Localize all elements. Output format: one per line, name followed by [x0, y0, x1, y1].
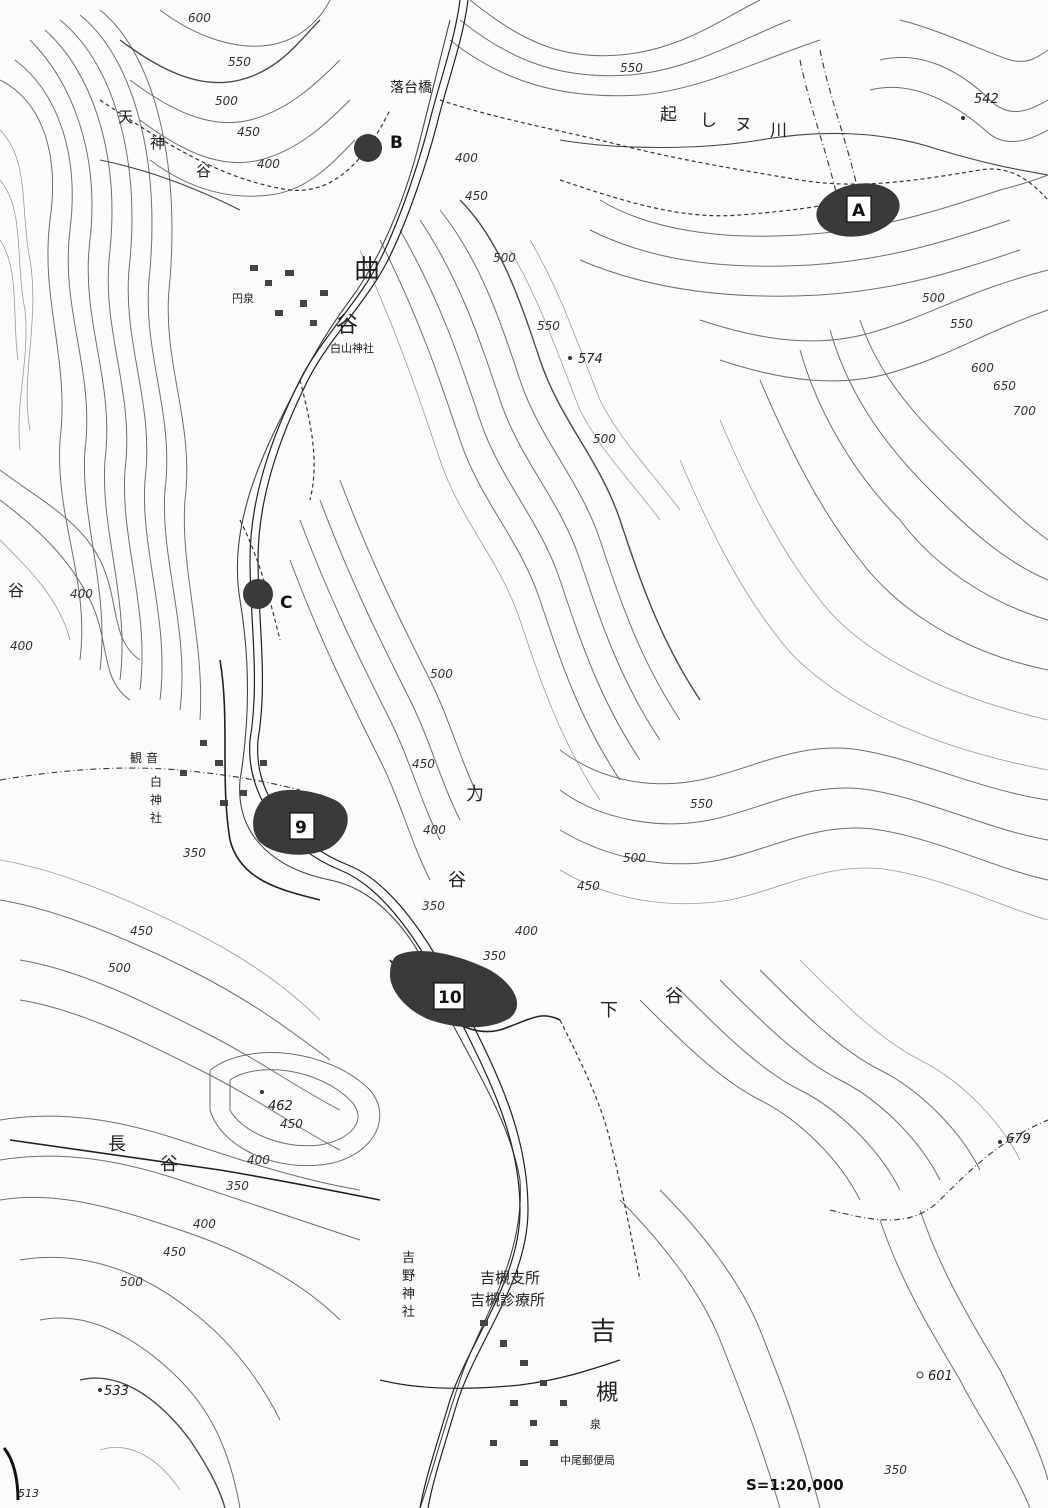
- place-naga-1: 長: [108, 1134, 126, 1155]
- spot-height-533: 533: [104, 1384, 129, 1399]
- place-shira-3: 社: [150, 810, 162, 825]
- place-post-office: 中尾郵便局: [560, 1454, 615, 1467]
- contour-labels: 600 550 500 450 400 550 450 400 500 550 …: [10, 11, 1036, 1477]
- site-c-label: C: [280, 593, 292, 613]
- site-9-label-box: [289, 812, 315, 840]
- svg-text:350: 350: [884, 1463, 907, 1477]
- svg-text:500: 500: [493, 251, 516, 265]
- place-yoshitsuki-1: 吉: [590, 1317, 616, 1347]
- place-names: 天 神 谷 落台橋 起 し ヌ 川 曲 谷 白山神社 円泉 谷 力 谷 下 谷 …: [8, 80, 787, 1467]
- svg-text:400: 400: [70, 587, 93, 601]
- place-shira-1: 白: [150, 774, 162, 789]
- place-tani-west: 谷: [8, 581, 24, 600]
- svg-text:400: 400: [247, 1153, 270, 1167]
- place-kan-2: 音: [146, 750, 158, 765]
- place-yoshino-shrine-4: 社: [402, 1304, 415, 1320]
- place-clinic: 吉槻診療所: [470, 1291, 545, 1309]
- svg-text:400: 400: [257, 157, 280, 171]
- svg-text:550: 550: [950, 317, 973, 331]
- svg-text:650: 650: [993, 379, 1016, 393]
- svg-text:450: 450: [412, 757, 435, 771]
- spot-height-462: 462: [268, 1099, 293, 1114]
- site-c-area: [243, 579, 273, 609]
- svg-text:350: 350: [183, 846, 206, 860]
- svg-text:400: 400: [193, 1217, 216, 1231]
- spot-heights: 542 574 462 533 679 601 513: [18, 92, 1031, 1500]
- spot-height-601: 601: [928, 1369, 953, 1384]
- place-tenjin-2: 神: [150, 134, 165, 152]
- site-b-area: [354, 134, 382, 162]
- svg-text:600: 600: [188, 11, 211, 25]
- place-shimo-1: 下: [600, 1000, 618, 1021]
- svg-text:500: 500: [108, 961, 131, 975]
- place-kan-1: 観: [130, 751, 142, 765]
- site-a-label: A: [852, 201, 866, 221]
- place-okoshi-1: 起: [660, 105, 677, 125]
- place-fountain: 泉: [590, 1417, 601, 1431]
- svg-text:450: 450: [237, 125, 260, 139]
- place-hakusan: 白山神社: [330, 341, 374, 355]
- svg-text:400: 400: [515, 924, 538, 938]
- svg-text:500: 500: [120, 1275, 143, 1289]
- village-houses: [180, 265, 567, 1466]
- place-yoshino-shrine-2: 野: [402, 1269, 415, 1284]
- site-a-label-box: [846, 195, 872, 223]
- svg-text:450: 450: [465, 189, 488, 203]
- site-10-label: 10: [438, 988, 462, 1008]
- place-bridge: 落台橋: [390, 80, 432, 96]
- spot-height-574: 574: [578, 352, 603, 367]
- place-okoshi-3: ヌ: [735, 115, 752, 135]
- svg-text:450: 450: [130, 924, 153, 938]
- place-magari-2: 谷: [336, 313, 358, 338]
- svg-text:350: 350: [226, 1179, 249, 1193]
- place-okoshi-4: 川: [770, 121, 787, 141]
- svg-text:550: 550: [620, 61, 643, 75]
- spot-height-542: 542: [974, 92, 999, 107]
- svg-text:600: 600: [971, 361, 994, 375]
- svg-text:500: 500: [593, 432, 616, 446]
- place-yoshino-shrine-1: 吉: [402, 1251, 415, 1266]
- place-magari-1: 曲: [354, 255, 380, 285]
- svg-text:700: 700: [1013, 404, 1036, 418]
- site-markers: A B C 9 10: [243, 133, 900, 1028]
- svg-text:500: 500: [623, 851, 646, 865]
- svg-text:350: 350: [422, 899, 445, 913]
- place-branch-office: 吉槻支所: [480, 1269, 540, 1287]
- svg-text:550: 550: [537, 319, 560, 333]
- svg-text:550: 550: [228, 55, 251, 69]
- svg-text:450: 450: [577, 879, 600, 893]
- place-enjo: 円泉: [232, 291, 254, 305]
- svg-text:450: 450: [163, 1245, 186, 1259]
- svg-text:400: 400: [423, 823, 446, 837]
- rivers: [99, 19, 1048, 1508]
- spot-height-679: 679: [1006, 1132, 1031, 1147]
- place-shimo-2: 谷: [665, 986, 683, 1007]
- svg-text:400: 400: [10, 639, 33, 653]
- place-yoshitsuki-2: 槻: [596, 1381, 618, 1406]
- place-yoshino-shrine-3: 神: [402, 1287, 415, 1302]
- svg-text:500: 500: [430, 667, 453, 681]
- spot-height-513: 513: [18, 1487, 39, 1500]
- svg-text:550: 550: [690, 797, 713, 811]
- site-10-label-box: [433, 982, 465, 1010]
- place-chikara-2: 谷: [448, 870, 466, 891]
- svg-text:400: 400: [455, 151, 478, 165]
- site-9-label: 9: [295, 818, 307, 838]
- svg-text:500: 500: [215, 94, 238, 108]
- place-naga-2: 谷: [160, 1154, 178, 1175]
- place-chikara-1: 力: [466, 784, 484, 805]
- trails-and-boundaries: [0, 49, 1048, 1281]
- svg-text:500: 500: [922, 291, 945, 305]
- svg-text:350: 350: [483, 949, 506, 963]
- map-scale: S=1:20,000: [746, 1476, 844, 1494]
- place-okoshi-2: し: [700, 111, 717, 131]
- roads: [9, 0, 621, 1508]
- place-shira-2: 神: [150, 793, 162, 807]
- place-tenjin-1: 天: [118, 108, 133, 126]
- svg-text:450: 450: [280, 1117, 303, 1131]
- place-tenjin-3: 谷: [196, 162, 211, 180]
- site-b-label: B: [390, 133, 403, 153]
